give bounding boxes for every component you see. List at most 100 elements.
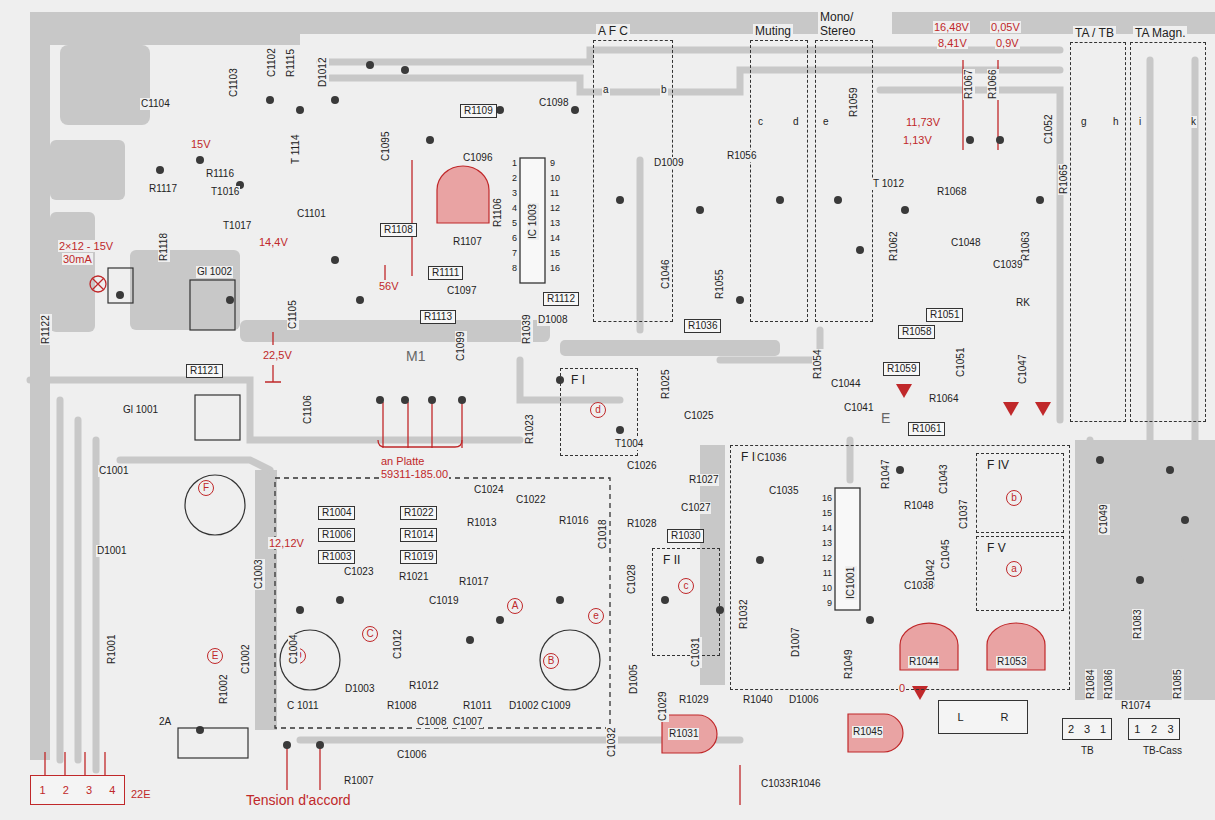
part-label: R1058 [898, 325, 935, 339]
part-label: R1049 [843, 649, 855, 680]
part-label: C1047 [1017, 354, 1029, 385]
part-label: C1027 [680, 502, 711, 514]
pin-number: 14 [549, 233, 561, 244]
connector-block: 231 [1062, 718, 1112, 740]
pin-number: 3 [1083, 722, 1091, 736]
pin-number: 1 [1133, 722, 1141, 736]
part-label: C1045 [940, 539, 952, 570]
part-label: R1063 [1020, 231, 1032, 262]
pin-number: 2 [511, 173, 518, 184]
test-point-letter: a [1006, 561, 1022, 577]
part-label: C1039 [992, 259, 1023, 271]
part-label: IC 1003 [527, 203, 539, 240]
part-label: C1009 [540, 700, 571, 712]
voltage-note: 30mA [62, 253, 93, 265]
test-point-letter: b [1006, 490, 1022, 506]
part-label: R1047 [880, 459, 892, 490]
part-label: C1102 [266, 47, 278, 78]
part-label: C1001 [98, 465, 129, 477]
part-label: R1045 [852, 726, 883, 738]
part-label: C1044 [830, 378, 861, 390]
pin-number: 7 [511, 248, 518, 259]
part-label: C1004 [288, 634, 300, 665]
part-label: R1017 [458, 576, 489, 588]
pin-number: 8 [511, 263, 518, 274]
part-label: T1016 [210, 186, 240, 198]
part-label: C1028 [626, 564, 638, 595]
ta-tb-module: TA / TB [1070, 42, 1126, 422]
part-label: R1053 [996, 656, 1027, 668]
module-heading: A F C [596, 24, 630, 38]
test-point-letter: F [198, 480, 214, 496]
part-label: R1084 [1085, 669, 1097, 700]
part-label: R1121 [186, 364, 223, 378]
pin-number: 1 [39, 783, 47, 797]
part-label: R1118 [158, 232, 170, 262]
part-label: R1061 [908, 422, 945, 436]
part-label: R1036 [684, 319, 721, 333]
part-label: D1001 [96, 545, 127, 557]
part-label: R1062 [888, 231, 900, 262]
part-label: C1052 [1043, 114, 1055, 145]
part-label: R1064 [928, 393, 959, 405]
voltage-note: 22E [130, 788, 152, 800]
part-label: R1001 [106, 634, 118, 665]
part-label: C1099 [455, 331, 467, 362]
pin-number: 13 [821, 538, 833, 549]
box-title: F IV [985, 458, 1011, 472]
part-label: C1098 [538, 97, 569, 109]
part-label: T1004 [614, 438, 644, 450]
box-title: F II [661, 553, 682, 567]
part-label: R1055 [714, 269, 726, 300]
voltage-note: 0,05V [990, 21, 1021, 33]
part-label: C1106 [302, 394, 314, 425]
part-label: T 1114 [290, 134, 302, 165]
part-label: C1023 [343, 566, 374, 578]
part-label: C1095 [380, 131, 392, 162]
part-label: R1029 [678, 694, 709, 706]
pin-number: 12 [549, 203, 561, 214]
part-label: TB-Cass [1142, 745, 1183, 757]
voltage-note: 59311-185.00 [380, 468, 449, 480]
voltage-note: 16,48V [933, 21, 970, 33]
part-label: R1031 [668, 728, 699, 740]
part-label: C1035 [768, 485, 799, 497]
part-label: C1024 [473, 484, 504, 496]
part-label: C1101 [296, 208, 327, 220]
voltage-note: 1,13V [902, 134, 933, 146]
part-label: R1066 [987, 69, 999, 100]
pin-number: 11 [549, 188, 560, 199]
muting-module: Muting [750, 40, 808, 322]
part-label: C1048 [950, 237, 981, 249]
board-mark: E [880, 410, 891, 426]
part-label: R1086 [1103, 669, 1115, 700]
part-label: C1036 [756, 452, 787, 464]
part-label: R1016 [558, 515, 589, 527]
part-label: TB [1080, 745, 1095, 757]
part-label: R1085 [1172, 669, 1184, 700]
part-label: R1012 [408, 680, 439, 692]
pin-number: 11 [822, 568, 833, 579]
voltage-note: an Platte [380, 455, 425, 467]
part-label: D1012 [317, 57, 329, 88]
part-label: R1059 [848, 87, 860, 118]
part-label: R1109 [460, 104, 497, 118]
test-point-letter: d [590, 402, 606, 418]
pin-number: 2 [1150, 722, 1158, 736]
pin-number: 13 [549, 218, 561, 229]
pin-number: 15 [549, 248, 561, 259]
connector-block: LR [938, 700, 1028, 734]
part-label: R1021 [398, 571, 429, 583]
part-label: R1107 [452, 236, 483, 248]
pin-number: 5 [511, 218, 518, 229]
part-label: i [1138, 116, 1142, 128]
part-label: R1006 [318, 528, 355, 542]
part-label: C1051 [955, 347, 967, 378]
voltage-note: 0,9V [995, 37, 1020, 49]
part-label: R1108 [380, 223, 417, 237]
pin-number: 1 [1099, 722, 1107, 736]
pin-number: 9 [549, 158, 556, 169]
part-label: R1039 [521, 314, 533, 345]
part-label: C1003 [253, 559, 265, 590]
part-label: C 1011 [286, 700, 320, 712]
